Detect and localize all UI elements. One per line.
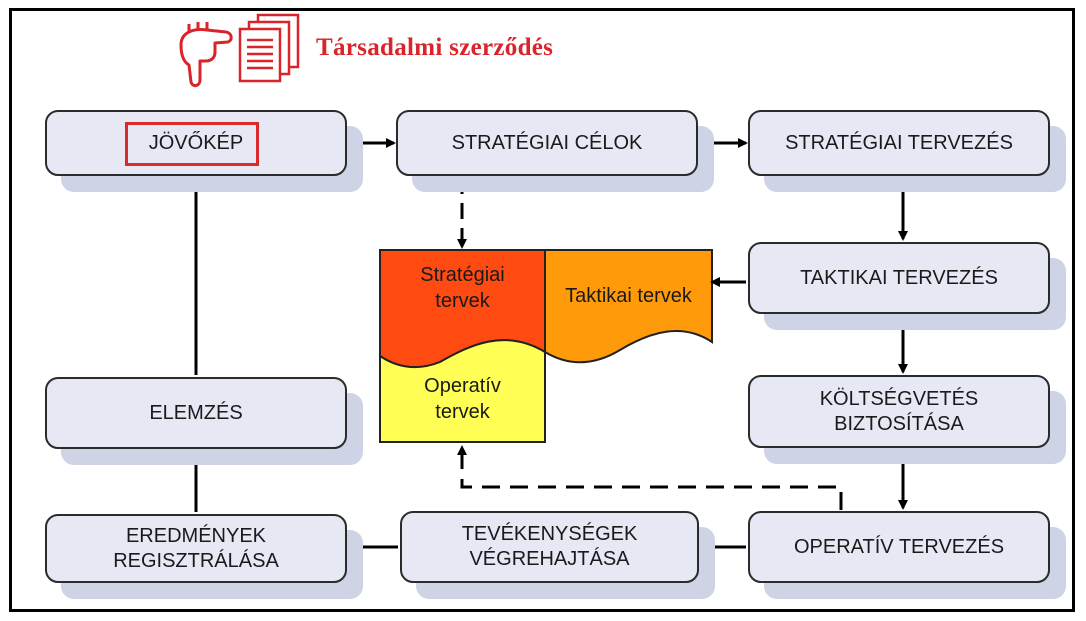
documents-icon <box>238 13 300 83</box>
node-operativ-tervezes: OPERATÍV TERVEZÉS <box>748 511 1050 583</box>
node-strategiai-tervezes: STRATÉGIAI TERVEZÉS <box>748 110 1050 176</box>
node-strategiai-celok-label: STRATÉGIAI CÉLOK <box>451 131 643 154</box>
node-elemzes: ELEMZÉS <box>45 377 347 449</box>
jovokep-highlight-frame <box>125 122 259 166</box>
node-strategiai-celok: STRATÉGIAI CÉLOK <box>396 110 698 176</box>
node-eredmenyek: EREDMÉNYEK REGISZTRÁLÁSA <box>45 514 347 583</box>
node-tevekenysegek-label: TEVÉKENYSÉGEK VÉGREHAJTÁSA <box>461 523 638 570</box>
operative-plans-label: Operatív tervek <box>424 375 501 423</box>
node-koltsegvetes-label: KÖLTSÉGVETÉS BIZTOSÍTÁSA <box>819 387 979 435</box>
operative-plans-shape <box>379 339 546 443</box>
node-taktikai-tervezes-label: TAKTIKAI TERVEZÉS <box>800 266 998 289</box>
node-koltsegvetes: KÖLTSÉGVETÉS BIZTOSÍTÁSA <box>748 375 1050 448</box>
node-operativ-tervezes-label: OPERATÍV TERVEZÉS <box>793 535 1005 558</box>
node-tevekenysegek: TEVÉKENYSÉGEK VÉGREHAJTÁSA <box>400 511 699 583</box>
node-elemzes-label: ELEMZÉS <box>149 401 243 424</box>
pointing-hand-icon <box>179 22 233 88</box>
node-strategiai-tervezes-label: STRATÉGIAI TERVEZÉS <box>785 131 1013 154</box>
tactical-plans-label: Taktikai tervek <box>565 285 692 307</box>
strategic-plans-label: Stratégiai tervek <box>420 264 505 312</box>
node-taktikai-tervezes: TAKTIKAI TERVEZÉS <box>748 242 1050 314</box>
social-contract-title: Társadalmi szerződés <box>316 34 554 61</box>
tactical-plans-shape <box>544 249 713 364</box>
node-jovokep: JÖVŐKÉP <box>45 110 347 176</box>
node-eredmenyek-label: EREDMÉNYEK REGISZTRÁLÁSA <box>113 524 279 572</box>
dashed-arrow-operativ-to-plans <box>457 445 843 510</box>
node-jovokep-label: JÖVŐKÉP <box>148 131 244 154</box>
